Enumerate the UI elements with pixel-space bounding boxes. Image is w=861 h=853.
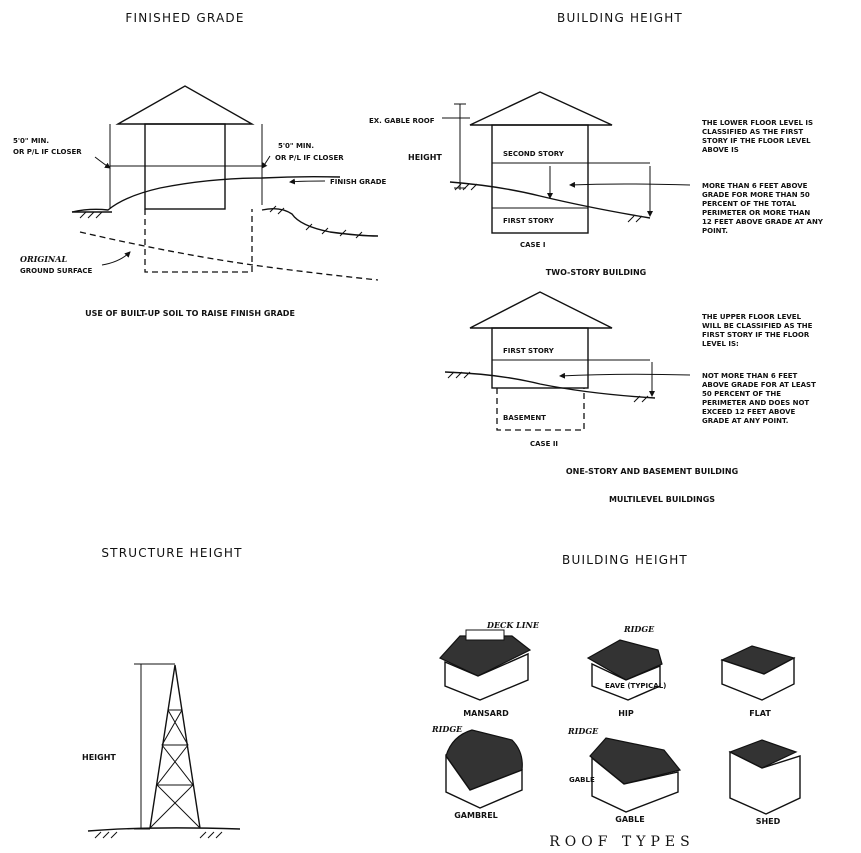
finished-grade-caption: USE OF BUILT-UP SOIL TO RAISE FINISH GRA…	[85, 309, 295, 318]
svg-text:RIDGE: RIDGE	[431, 724, 463, 734]
structure-ground	[87, 827, 241, 832]
case2-note2-line3: 50 PERCENT OF THE	[702, 390, 781, 398]
case1-note2-line6: POINT.	[702, 227, 728, 235]
case1-note2-line1: MORE THAN 6 FEET ABOVE	[702, 182, 808, 190]
finished-grade-diagram: FINISHED GRADE 5'0" MIN. OR P/L IF CLOSE…	[13, 11, 387, 318]
original-label-1: ORIGINAL	[20, 254, 67, 264]
foundation-outline	[144, 209, 253, 273]
left-dim-arrow	[94, 156, 111, 169]
label-flat: FLAT	[749, 709, 771, 718]
tower-bracing	[149, 709, 201, 829]
label-gambrel: GAMBREL	[454, 811, 498, 820]
case2-note2-line5: EXCEED 12 FEET ABOVE	[702, 408, 796, 416]
building-height-title: BUILDING HEIGHT	[557, 11, 683, 25]
right-dim-arrow	[261, 155, 271, 169]
case2-hatching	[447, 371, 649, 403]
structure-height-label: HEIGHT	[82, 753, 116, 762]
right-dim-label-1: 5'0" MIN.	[278, 142, 314, 150]
case1-first-story-label: FIRST STORY	[503, 217, 555, 225]
case2-label: CASE II	[530, 440, 558, 448]
left-dim-label-1: 5'0" MIN.	[13, 137, 49, 145]
original-label-2: GROUND SURFACE	[20, 267, 93, 275]
roof-gambrel: RIDGE GAMBREL	[431, 724, 523, 820]
case1-grade-line	[449, 181, 651, 219]
left-dim-label-2: OR P/L IF CLOSER	[13, 148, 82, 156]
case2-note2-line4: PERIMETER AND DOES NOT	[702, 399, 809, 407]
case2-note1-line1: THE UPPER FLOOR LEVEL	[702, 313, 802, 321]
right-dim-label-2: OR P/L IF CLOSER	[275, 154, 344, 162]
case1-hatching	[454, 183, 643, 223]
case2-note-arrow	[559, 372, 691, 379]
structure-hatching	[94, 831, 223, 839]
original-ground-line	[79, 231, 379, 281]
case2-basement-outline	[496, 388, 585, 431]
case1-note1-line1: THE LOWER FLOOR LEVEL IS	[702, 119, 813, 127]
case1-note1-line2: CLASSIFIED AS THE FIRST	[702, 128, 803, 136]
case-one-diagram: EX. GABLE ROOF HEIGHT SECOND STORY FIRST…	[369, 91, 824, 277]
tower-legs	[149, 664, 201, 829]
height-label: HEIGHT	[408, 153, 442, 162]
case1-note-arrow	[569, 181, 691, 188]
house-roof	[115, 85, 255, 125]
case1-note1-line4: ABOVE IS	[702, 146, 739, 154]
case2-note1-line2: WILL BE CLASSIFIED AS THE	[702, 322, 813, 330]
ground-profile	[72, 207, 379, 237]
case-two-diagram: FIRST STORY BASEMENT CASE II THE UPPER F…	[444, 291, 816, 504]
label-gable: GABLE	[615, 815, 644, 824]
multilevel-caption: MULTILEVEL BUILDINGS	[609, 495, 715, 504]
label-mansard: MANSARD	[463, 709, 509, 718]
original-ground-arrow	[101, 251, 131, 266]
roof-mansard: DECK LINE MANSARD	[439, 620, 540, 718]
svg-text:GABLE: GABLE	[569, 776, 595, 784]
roof-flat: FLAT	[720, 645, 796, 718]
svg-text:RIDGE: RIDGE	[623, 624, 655, 634]
case1-label: CASE I	[520, 241, 545, 249]
case1-wall	[491, 124, 589, 234]
one-story-basement-caption: ONE-STORY AND BASEMENT BUILDING	[566, 467, 738, 476]
case2-wall	[491, 327, 589, 389]
earth-hatching	[79, 205, 363, 239]
case2-note1-line4: LEVEL IS:	[702, 340, 739, 348]
case2-note2-line2: ABOVE GRADE FOR AT LEAST	[702, 381, 816, 389]
roof-hip: RIDGE EAVE (TYPICAL) HIP	[586, 624, 666, 718]
case2-grade-line	[444, 371, 656, 399]
roof-types-diagram: BUILDING HEIGHT DECK LINE MANSARD RIDGE …	[431, 553, 801, 850]
case2-roof	[469, 291, 613, 329]
gable-roof-label: EX. GABLE ROOF	[369, 117, 435, 125]
basement-label: BASEMENT	[503, 414, 546, 422]
case2-note1-line3: FIRST STORY IF THE FLOOR	[702, 331, 810, 339]
case2-note2-line1: NOT MORE THAN 6 FEET	[702, 372, 798, 380]
label-hip: HIP	[618, 709, 634, 718]
label-shed: SHED	[756, 817, 781, 826]
case2-note2-line6: GRADE AT ANY POINT.	[702, 417, 788, 425]
case1-note2-line4: PERIMETER OR MORE THAN	[702, 209, 810, 217]
roof-types-caption: ROOF TYPES	[549, 834, 694, 850]
case1-note1-line3: STORY IF THE FLOOR LEVEL	[702, 137, 811, 145]
case1-note2-line3: PERCENT OF THE TOTAL	[702, 200, 797, 208]
roof-shed: SHED	[728, 739, 801, 826]
roof-gable: RIDGE GABLE GABLE	[567, 726, 682, 824]
roof-types-title: BUILDING HEIGHT	[562, 553, 688, 567]
finish-grade-label: FINISH GRADE	[330, 178, 387, 186]
case1-roof	[469, 91, 613, 126]
case1-note2-line5: 12 FEET ABOVE GRADE AT ANY	[702, 218, 824, 226]
svg-text:RIDGE: RIDGE	[567, 726, 599, 736]
svg-text:EAVE (TYPICAL): EAVE (TYPICAL)	[605, 682, 666, 690]
structure-height-diagram: STRUCTURE HEIGHT HEIGHT	[82, 546, 242, 839]
case1-note2-line2: GRADE FOR MORE THAN 50	[702, 191, 810, 199]
structure-height-title: STRUCTURE HEIGHT	[101, 546, 242, 560]
finish-grade-line	[71, 175, 341, 213]
finished-grade-title: FINISHED GRADE	[125, 11, 244, 25]
building-height-diagram: BUILDING HEIGHT EX. GABLE ROOF HEIGHT SE…	[369, 11, 824, 504]
two-story-caption: TWO-STORY BUILDING	[546, 268, 646, 277]
case2-first-story-label: FIRST STORY	[503, 347, 555, 355]
finish-grade-arrow	[289, 178, 326, 185]
second-story-label: SECOND STORY	[503, 150, 565, 158]
svg-text:DECK LINE: DECK LINE	[486, 620, 540, 630]
